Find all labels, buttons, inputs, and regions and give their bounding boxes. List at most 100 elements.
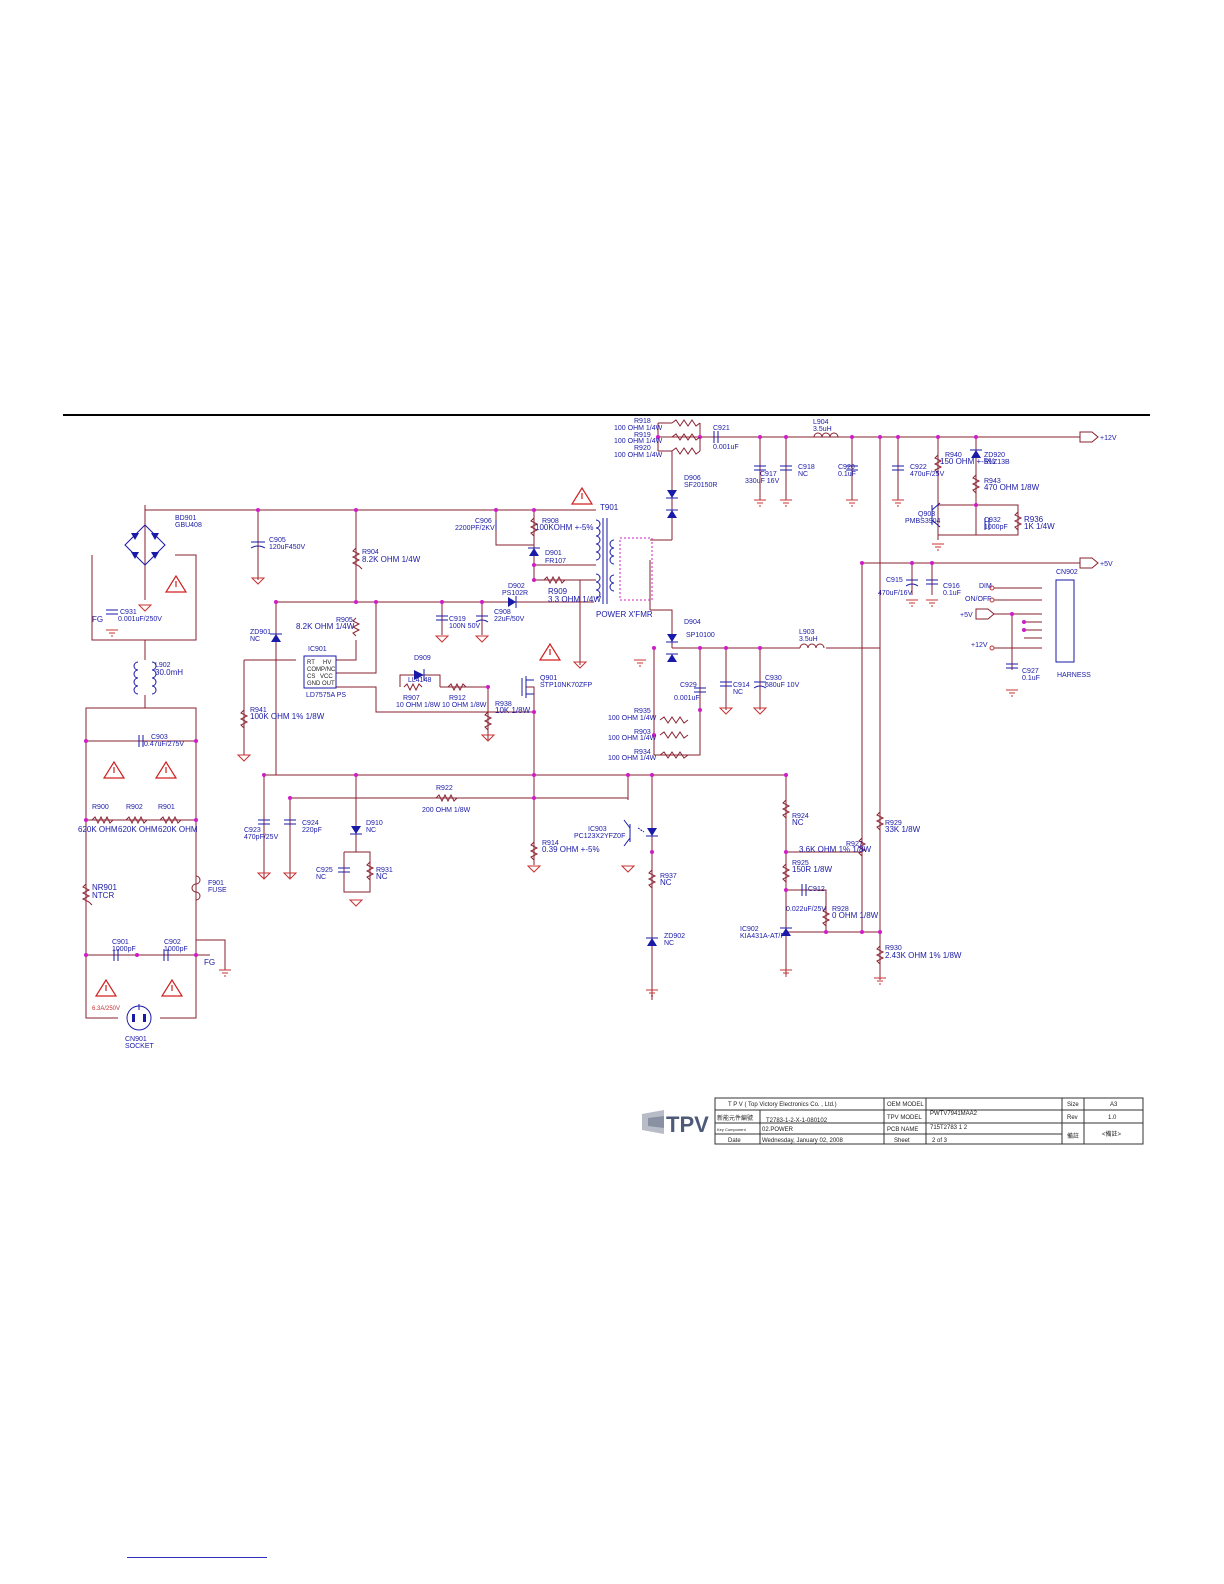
- label-fuse-rating: 6.3A/250V: [92, 1006, 120, 1012]
- pin-vcc: VCC: [320, 674, 333, 680]
- label-ic902: IC902: [740, 926, 759, 933]
- title-block: TPV T P V ( Top Victory Electronics Co. …: [642, 1097, 1144, 1145]
- bridge-bd901: [124, 524, 166, 566]
- value-c901: 1000pF: [112, 946, 136, 953]
- label-c920: C920: [838, 464, 855, 471]
- warning-icon: [164, 574, 188, 593]
- label-nr901: NR901: [92, 883, 117, 892]
- label-c925: C925: [316, 867, 333, 874]
- value-c915: 470uF/16V: [878, 590, 913, 597]
- value-c918: NC: [798, 471, 808, 478]
- label-q901: Q901: [540, 675, 557, 682]
- value-r905: 8.2K OHM 1/4W: [296, 622, 355, 631]
- label-c932: C932: [984, 517, 1001, 524]
- tpv-value: PWTV7941MAA2: [930, 1111, 978, 1117]
- label-c903: C903: [151, 734, 168, 741]
- grounds: [106, 499, 1018, 997]
- label-c915: C915: [886, 577, 903, 584]
- resistor-r919: [671, 433, 701, 441]
- label-ic901: IC901: [308, 646, 327, 653]
- label-c924: C924: [302, 820, 319, 827]
- value-ic902: KIA431A-AT/P: [740, 933, 785, 940]
- label-c919: C919: [449, 616, 466, 623]
- value-c931: 0.001uF/250V: [118, 616, 162, 623]
- value-r909: 3.3 OHM 1/4W: [548, 595, 601, 604]
- label-r930: R930: [885, 945, 902, 952]
- value-r920: 100 OHM 1/4W: [614, 452, 663, 459]
- label-bd901: BD901: [175, 515, 197, 522]
- value-cn901: SOCKET: [125, 1043, 155, 1050]
- pin-cs: CS: [307, 674, 315, 680]
- label-r902: R902: [126, 804, 143, 811]
- value-r937: NC: [660, 878, 672, 887]
- label-c901: C901: [112, 939, 129, 946]
- value-d901: FR107: [545, 558, 566, 565]
- value-c908: 22uF/50V: [494, 616, 525, 623]
- label-r935: R935: [634, 708, 651, 715]
- value-q903: PMBS3904: [905, 518, 941, 525]
- value-c925: NC: [316, 874, 326, 881]
- doc-value: T2783-1-2-X-1-080102: [766, 1118, 828, 1124]
- label-c930: C930: [765, 675, 782, 682]
- value-c924: 220pF: [302, 827, 322, 834]
- label-r931: R931: [376, 867, 393, 874]
- warning-icon: [570, 486, 594, 505]
- pin-rt: RT: [307, 660, 315, 666]
- value-c920: 0.1uF: [838, 471, 856, 478]
- value-ic901: LD7575A PS: [306, 692, 346, 699]
- label-r925: R925: [792, 860, 809, 867]
- value-q901: STP10NK70ZFP: [540, 682, 592, 689]
- label-ic903: IC903: [588, 826, 607, 833]
- label-l904: L904: [813, 419, 829, 426]
- label-r934: R934: [634, 749, 651, 756]
- value-c905: 120uF450V: [269, 544, 306, 551]
- value-r918: 100 OHM 1/4W: [614, 425, 663, 432]
- sheet-value: 2 of 3: [932, 1138, 948, 1144]
- label-c902: C902: [164, 939, 181, 946]
- label-l902: L902: [155, 662, 171, 669]
- label-r914: R914: [542, 840, 559, 847]
- value-r922: 200 OHM 1/8W: [422, 807, 471, 814]
- label-r927: R927: [846, 841, 863, 848]
- label-r912: R912: [449, 695, 466, 702]
- value-r931: NC: [376, 872, 388, 881]
- value-l902: 30.0mH: [155, 668, 183, 677]
- label-r920: R920: [634, 445, 651, 452]
- label-f901: F901: [208, 880, 224, 887]
- tpv-label: TPV MODEL: [887, 1115, 922, 1121]
- pin-hv: HV: [323, 660, 331, 666]
- label-r937: R937: [660, 873, 677, 880]
- label-c914: C914: [733, 682, 750, 689]
- value-nr901: NTCR: [92, 891, 114, 900]
- label-r940: R940: [945, 452, 962, 459]
- key-value: 02.POWER: [762, 1127, 794, 1133]
- remark-label: 備註: [1067, 1132, 1079, 1140]
- value-d904: SP10100: [686, 632, 715, 639]
- label-5v-out: +5V: [1100, 561, 1113, 568]
- value-bd901: GBU408: [175, 522, 202, 529]
- transformer-t901: [595, 518, 653, 604]
- label-d901: D901: [545, 550, 562, 557]
- label-r908: R908: [542, 518, 559, 525]
- value-r940: 150 OHM +-5%: [940, 457, 995, 466]
- date-label: Date: [728, 1138, 741, 1144]
- value-r919: 100 OHM 1/4W: [614, 438, 663, 445]
- value-r904: 8.2K OHM 1/4W: [362, 555, 421, 564]
- warning-icon: [154, 760, 178, 779]
- value-r928: 0 OHM 1/8W: [832, 911, 879, 920]
- pin-gnd: GND: [307, 681, 321, 687]
- value-ic903: PC123X2YFZ0F: [574, 833, 625, 840]
- value-c921: 0.001uF: [713, 444, 739, 451]
- value-c914: NC: [733, 689, 743, 696]
- warning-icon: [538, 642, 562, 661]
- pcb-label: PCB NAME: [887, 1127, 918, 1133]
- label-r918: R918: [634, 418, 651, 425]
- label-c929: C929: [680, 682, 697, 689]
- doc-label: 新能元件編號: [717, 1114, 753, 1122]
- label-r928: R928: [832, 906, 849, 913]
- label-r929: R929: [885, 820, 902, 827]
- label-c906: C906: [475, 518, 492, 525]
- value-r935: 100 OHM 1/4W: [608, 715, 657, 722]
- value-c919: 100N 50V: [449, 623, 480, 630]
